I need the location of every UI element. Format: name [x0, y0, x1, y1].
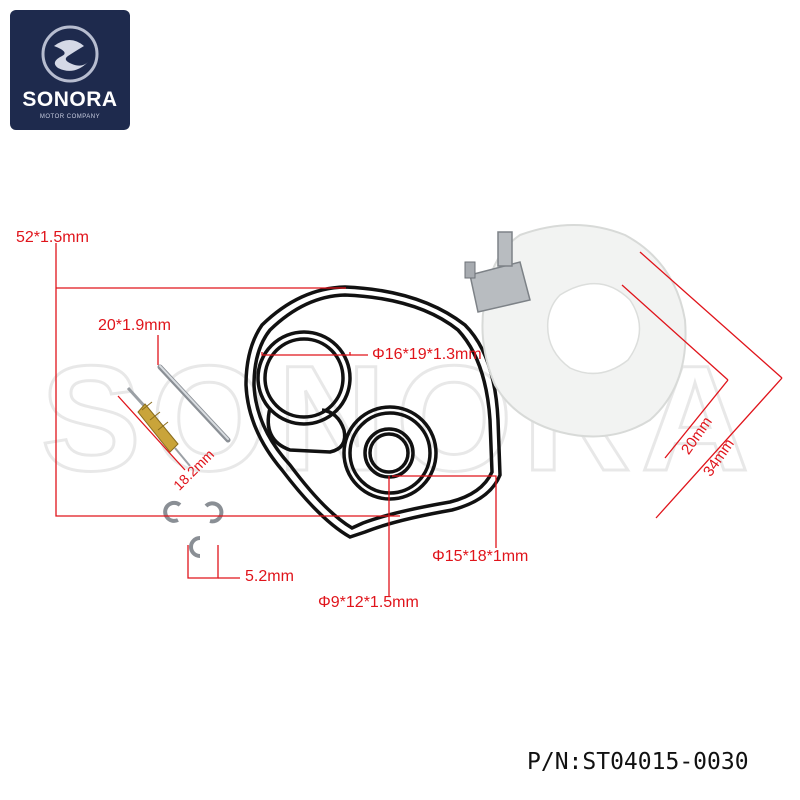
brand-name: SONORA [22, 88, 118, 111]
label-small-o-ring: Φ9*12*1.5mm [318, 594, 419, 611]
label-pin: 20*1.9mm [98, 317, 171, 334]
float-pin [157, 364, 231, 443]
main-gasket [244, 285, 502, 539]
label-upper-o-ring: Φ16*19*1.3mm [372, 346, 482, 363]
e-clips [163, 500, 224, 558]
label-clip: 5.2mm [245, 568, 294, 585]
sonora-emblem-icon [41, 25, 99, 83]
figure-eight-gasket [256, 330, 352, 454]
dimension-lines [55, 243, 783, 596]
needle-valve [126, 386, 191, 467]
brand-logo: SONORA MOTOR COMPANY [10, 10, 130, 130]
label-middle-o-ring: Φ15*18*1mm [432, 548, 529, 565]
middle-o-ring [342, 405, 438, 501]
label-main-gasket: 52*1.5mm [16, 229, 89, 246]
brand-tagline: MOTOR COMPANY [39, 114, 101, 120]
part-number: P/N:ST04015-0030 [527, 749, 749, 775]
carburetor-float [464, 224, 687, 438]
